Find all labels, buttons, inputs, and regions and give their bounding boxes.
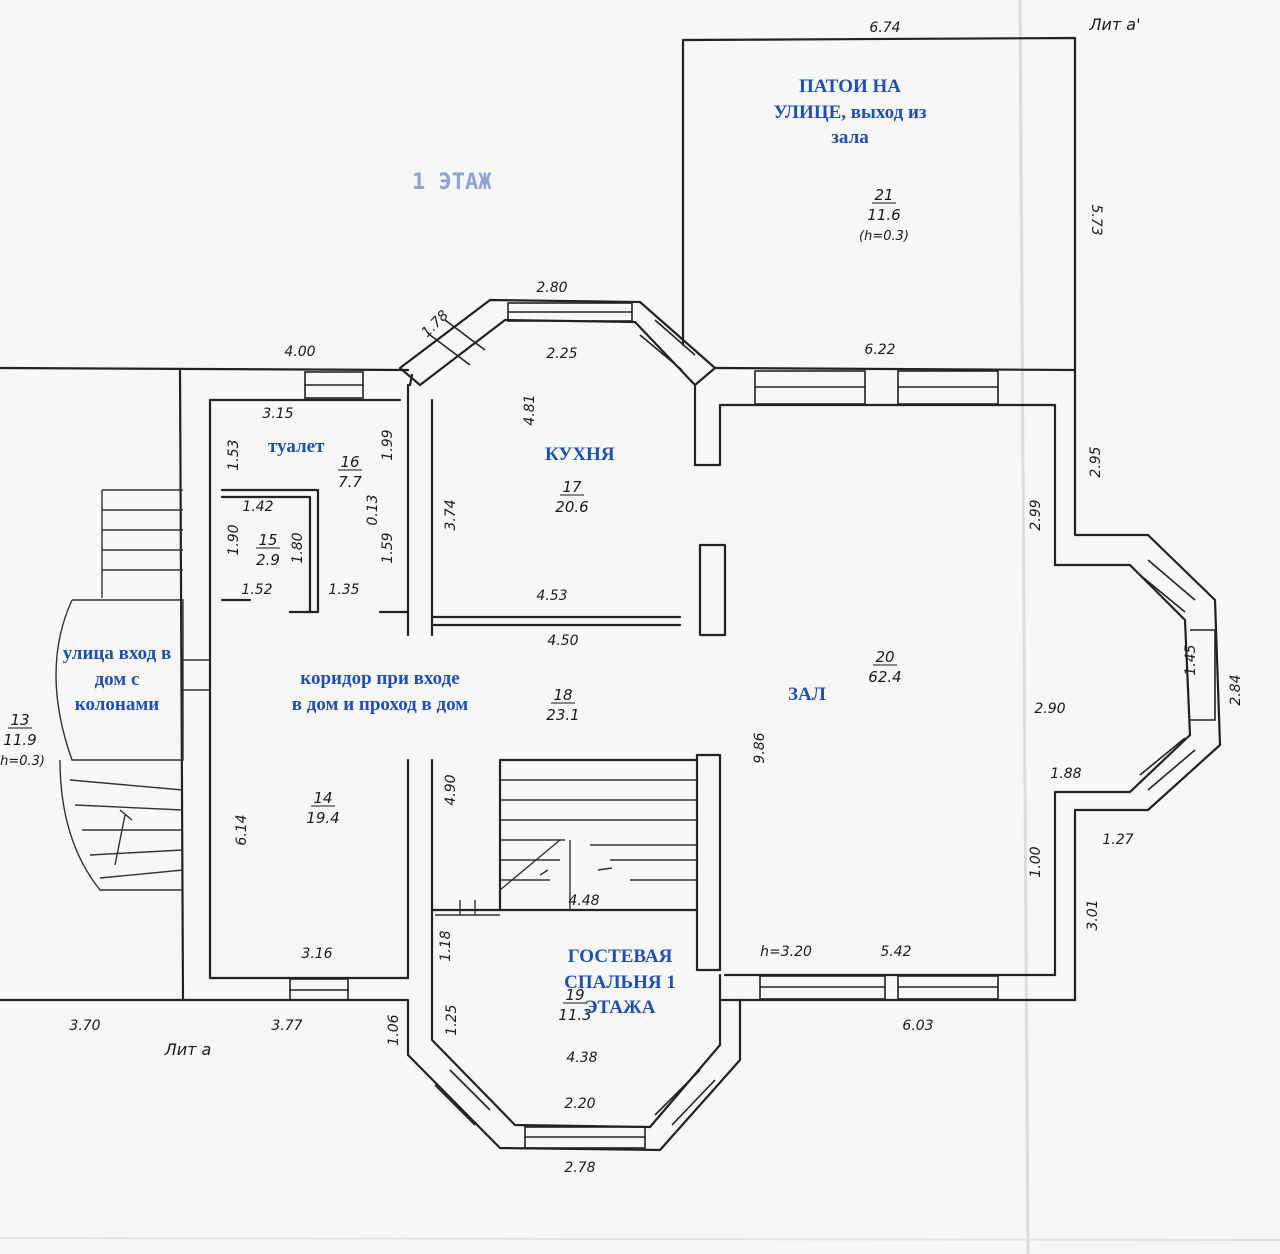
dimension-label: 4.81 bbox=[522, 394, 538, 425]
lit-label: Лит а bbox=[164, 1040, 212, 1059]
dimension-label: 1.06 bbox=[386, 1014, 402, 1045]
dimension-label: 6.03 bbox=[902, 1018, 933, 1034]
dimension-label: 1.25 bbox=[444, 1004, 460, 1035]
dimension-label: 2.90 bbox=[1034, 701, 1065, 717]
dimension-label: 1.80 bbox=[290, 532, 306, 563]
room-number: 19 bbox=[565, 986, 584, 1004]
room-number: 15 bbox=[258, 531, 277, 549]
dimension-label: 1.88 bbox=[1050, 766, 1081, 782]
dimension-label: 1.52 bbox=[241, 582, 272, 598]
dimension-label: 3.77 bbox=[271, 1018, 302, 1034]
dimension-label: 1.18 bbox=[438, 930, 454, 961]
toilet-label: туалет bbox=[268, 436, 325, 457]
floor-stamp: 1 ЭТАЖ bbox=[412, 170, 491, 195]
dimension-label: 2.25 bbox=[546, 346, 577, 362]
room-number: 18 bbox=[553, 686, 572, 704]
dimension-label: 1.90 bbox=[226, 524, 242, 555]
dimension-label: 2.99 bbox=[1028, 499, 1044, 530]
dimension-label: 0.13 bbox=[365, 494, 381, 525]
dimension-label: 3.74 bbox=[443, 499, 459, 530]
dimension-label: 1.42 bbox=[242, 499, 273, 515]
corridor-label-line: коридор при входе bbox=[300, 668, 460, 689]
dimension-label: 5.42 bbox=[880, 944, 911, 960]
patio-label-line: зала bbox=[831, 127, 869, 149]
dimension-label: 6.22 bbox=[864, 342, 895, 358]
dimension-label: 4.53 bbox=[536, 588, 567, 604]
room-number: 14 bbox=[313, 789, 332, 807]
dimension-label: 1.00 bbox=[1028, 846, 1044, 877]
dimension-label: 3.16 bbox=[301, 946, 332, 962]
guest-label-line: ГОСТЕВАЯ bbox=[567, 946, 673, 967]
lit-label: Лит а' bbox=[1088, 15, 1140, 34]
patio-label-line: УЛИЦЕ, выход из bbox=[773, 101, 927, 123]
kitchen-label: КУХНЯ bbox=[545, 444, 615, 465]
room-area: 23.1 bbox=[546, 706, 579, 724]
dimension-label: 3.70 bbox=[69, 1018, 100, 1034]
entrance-label-line: колонами bbox=[74, 694, 160, 716]
dimension-label: 3.01 bbox=[1085, 899, 1101, 930]
room-number: 20 bbox=[875, 648, 894, 666]
floor-stamp-number: 1 bbox=[412, 170, 426, 195]
dimension-label: 2.84 bbox=[1228, 674, 1244, 705]
dimension-label: 9.86 bbox=[752, 732, 768, 763]
dimension-label: 2.95 bbox=[1088, 446, 1104, 477]
dimension-label: h=3.20 bbox=[760, 944, 812, 960]
room-note: (h=0.3) bbox=[0, 754, 45, 769]
dimension-label: 2.80 bbox=[536, 280, 567, 296]
guest-bedroom-label: ГОСТЕВАЯ СПАЛЬНЯ 1 ЭТАЖА bbox=[545, 944, 695, 1021]
dimension-label: 4.50 bbox=[547, 633, 578, 649]
room-area: 19.4 bbox=[306, 809, 339, 827]
room-number: 13 bbox=[10, 711, 29, 729]
dimension-label: 4.90 bbox=[443, 774, 459, 805]
entrance-label: улица вход в дом с колонами bbox=[42, 641, 192, 718]
room-number: 17 bbox=[562, 478, 582, 496]
entrance-label-line: улица вход в bbox=[62, 643, 172, 664]
dimension-label: 6.14 bbox=[234, 814, 250, 845]
dimension-label: 1.53 bbox=[226, 439, 242, 470]
floor-stamp-text: ЭТАЖ bbox=[438, 170, 492, 195]
corridor-label-line: в дом и проход в дом bbox=[291, 693, 469, 715]
guest-label-line: СПАЛЬНЯ 1 bbox=[564, 971, 676, 993]
dimension-label: 1.35 bbox=[328, 582, 359, 598]
patio-label: ПАТОИ НА УЛИЦЕ, выход из зала bbox=[740, 74, 960, 151]
corridor-label: коридор при входе в дом и проход в дом bbox=[262, 666, 498, 717]
dimension-label: 5.73 bbox=[1088, 204, 1104, 235]
dimension-label: 2.78 bbox=[564, 1160, 595, 1176]
room-note: (h=0.3) bbox=[859, 229, 909, 244]
entrance-label-line: дом с bbox=[94, 668, 140, 690]
room-area: 2.9 bbox=[256, 551, 280, 569]
dimension-label: 1.27 bbox=[1102, 832, 1133, 848]
dimension-label: 4.00 bbox=[284, 344, 315, 360]
dimension-label: 2.20 bbox=[564, 1096, 595, 1112]
dimension-label: 4.48 bbox=[568, 893, 599, 909]
outer-walls bbox=[0, 36, 1222, 1152]
room-number: 16 bbox=[340, 453, 359, 471]
dimension-label: 1.45 bbox=[1183, 644, 1199, 675]
room-area: 11.3 bbox=[558, 1006, 591, 1024]
room-area: 7.7 bbox=[338, 473, 362, 491]
dimension-label: 3.15 bbox=[262, 406, 293, 422]
windows bbox=[289, 302, 1216, 1149]
room-area: 11.6 bbox=[867, 206, 900, 224]
staircase bbox=[435, 779, 697, 916]
room-number: 21 bbox=[874, 186, 893, 204]
dimension-label: 4.38 bbox=[566, 1050, 597, 1066]
room-area: 11.9 bbox=[3, 731, 36, 749]
dimension-label: 1.78 bbox=[418, 307, 451, 340]
dimension-label: 1.99 bbox=[380, 429, 396, 460]
hall-label: ЗАЛ bbox=[788, 684, 826, 705]
room-area: 20.6 bbox=[555, 498, 588, 516]
room-area: 62.4 bbox=[868, 668, 901, 686]
patio-label-line: ПАТОИ НА bbox=[798, 76, 902, 97]
dimension-label: 1.59 bbox=[380, 532, 396, 563]
dimension-label: 6.74 bbox=[869, 20, 900, 36]
guest-label-line: ЭТАЖА bbox=[584, 997, 656, 1019]
